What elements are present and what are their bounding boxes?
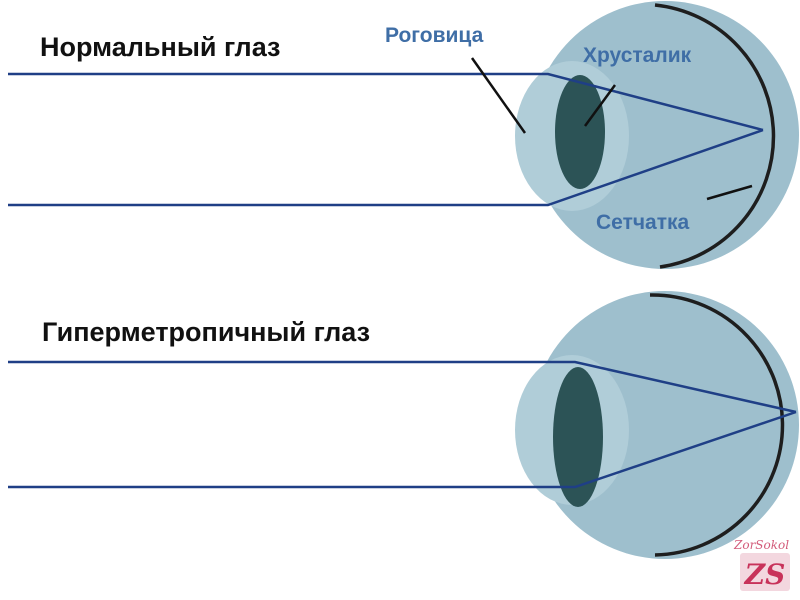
normal-ray-lower: [8, 128, 764, 207]
normal-eye-title: Нормальный глаз: [40, 32, 280, 62]
normal-retina: [654, 3, 776, 269]
watermark-text: ZorSokol: [733, 538, 789, 552]
cornea-pointer-line: [470, 57, 527, 134]
normal-eyeball: [515, 1, 799, 269]
normal-light-rays: [8, 72, 764, 207]
hyperopic-lens: [553, 367, 603, 507]
retina-label: Сетчатка: [596, 211, 690, 234]
normal-pointers: [470, 57, 753, 201]
normal-lens: [555, 75, 605, 189]
normal-eye-diagram: Нормальный глаз Роговица Хрусталик Сетча…: [8, 1, 799, 269]
lens-pointer-line: [583, 84, 617, 127]
watermark-logo-bg: [740, 553, 790, 591]
watermark-logo: ZS: [744, 558, 786, 591]
hyperopic-eyeball: [515, 291, 799, 559]
zorsokol-watermark: ZorSokol ZS: [733, 538, 790, 591]
cornea-label: Роговица: [385, 24, 484, 47]
normal-ray-upper: [8, 72, 764, 132]
hyperopic-ray-upper: [8, 360, 797, 414]
hyperopic-retina: [649, 293, 785, 557]
hyperopic-light-rays: [8, 360, 797, 489]
hyperopic-eye-title: Гиперметропичный глаз: [42, 317, 370, 347]
hyperopic-eye-diagram: Гиперметропичный глаз: [8, 291, 799, 559]
hyperopic-ray-lower: [8, 410, 797, 489]
retina-pointer-line: [706, 184, 753, 201]
lens-label: Хрусталик: [583, 44, 692, 67]
